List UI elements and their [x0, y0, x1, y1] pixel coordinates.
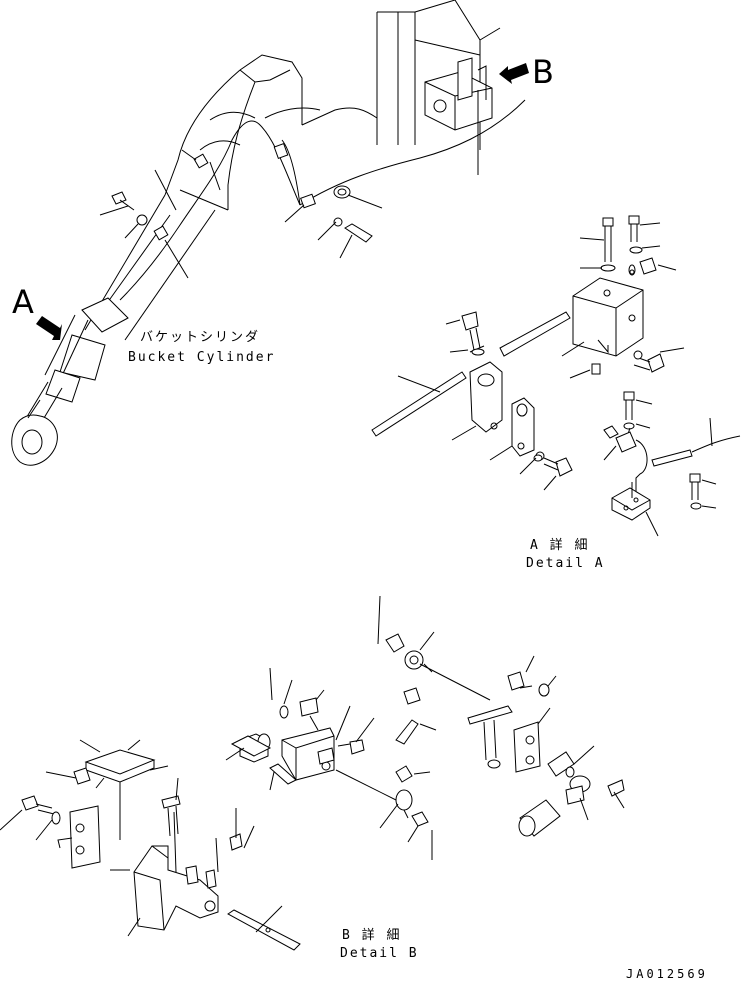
cable-upper	[299, 99, 526, 206]
boom-arm	[84, 54, 378, 341]
detail-a-label-en: Detail A	[526, 556, 605, 571]
cable-boom	[119, 120, 301, 301]
drawing-number: JA012569	[626, 967, 708, 981]
detail-a-parts	[371, 215, 741, 521]
clamps-boom	[111, 143, 373, 243]
detail-b-label-jp: B 詳 細	[342, 928, 402, 943]
view-a-letter: A	[12, 283, 34, 321]
leader-lines-detail-b	[0, 595, 625, 937]
detail-b-parts	[21, 633, 625, 951]
view-b-arrow	[499, 63, 529, 84]
view-a-arrow	[36, 316, 62, 340]
detail-b-label-en: Detail B	[340, 946, 419, 961]
view-b-letter: B	[532, 53, 554, 91]
leader-lines-top	[99, 149, 383, 279]
cable-loop	[281, 139, 301, 206]
bucket-cylinder	[11, 297, 129, 466]
bucket-cylinder-label-en: Bucket Cylinder	[128, 350, 276, 365]
valve-unit-b	[424, 57, 493, 175]
bucket-cylinder-label-jp: バケットシリンダ	[140, 330, 261, 345]
detail-a-label-jp: A 詳 細	[530, 538, 590, 553]
leader-lines-detail-a	[397, 222, 717, 537]
cab-structure	[376, 0, 501, 150]
